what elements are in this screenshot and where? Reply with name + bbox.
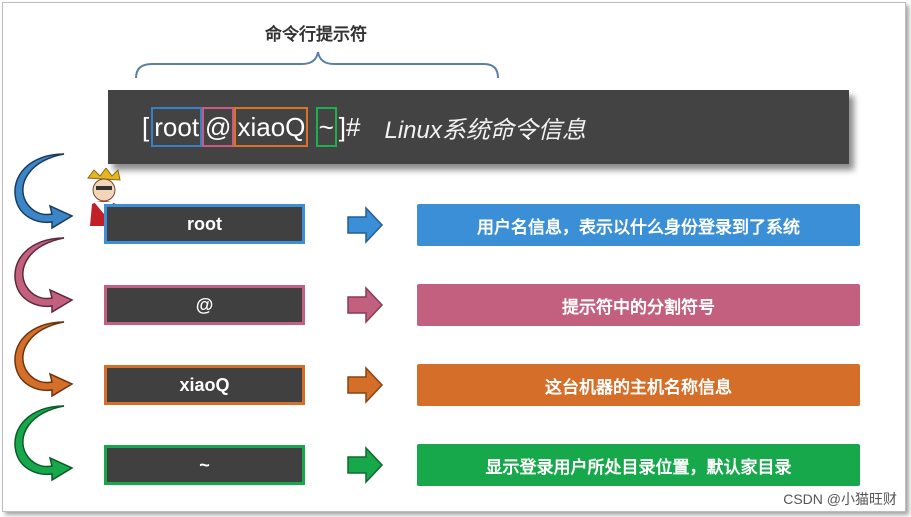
open-bracket: [ bbox=[142, 111, 150, 142]
prompt-hostname: xiaoQ bbox=[234, 107, 309, 147]
prompt-directory: ~ bbox=[315, 107, 337, 147]
prompt-separator: @ bbox=[202, 107, 235, 147]
label-box-tilde: ~ bbox=[104, 445, 305, 485]
close-bracket: ]# bbox=[338, 111, 361, 142]
curved-arrow-icon bbox=[14, 237, 74, 314]
desc-box-tilde: 显示登录用户所处目录位置，默认家目录 bbox=[417, 444, 860, 486]
terminal-prompt-bar: [root@xiaoQ ~]# Linux系统命令信息 bbox=[108, 90, 849, 164]
prompt-info-text: Linux系统命令信息 bbox=[384, 116, 586, 144]
prompt-line: [root@xiaoQ ~]# Linux系统命令信息 bbox=[140, 107, 586, 147]
prompt-user: root bbox=[151, 107, 203, 147]
prompt-space bbox=[308, 112, 315, 143]
figure-frame bbox=[2, 2, 906, 512]
brace-icon bbox=[135, 51, 499, 79]
desc-box-host: 这台机器的主机名称信息 bbox=[417, 364, 860, 406]
label-box-host: xiaoQ bbox=[104, 365, 305, 405]
curved-arrow-icon bbox=[14, 153, 74, 230]
label-box-at: @ bbox=[104, 285, 305, 325]
curved-arrow-icon bbox=[14, 321, 74, 398]
right-arrow-icon bbox=[347, 446, 384, 484]
label-box-root: root bbox=[104, 204, 305, 244]
watermark: CSDN @小猫旺财 bbox=[783, 491, 897, 507]
right-arrow-icon bbox=[347, 206, 384, 244]
right-arrow-icon bbox=[347, 366, 384, 404]
diagram-title: 命令行提示符 bbox=[265, 25, 367, 45]
curved-arrow-icon bbox=[14, 405, 74, 482]
desc-box-root: 用户名信息，表示以什么身份登录到了系统 bbox=[417, 204, 860, 246]
desc-box-at: 提示符中的分割符号 bbox=[417, 284, 860, 326]
right-arrow-icon bbox=[347, 286, 384, 324]
